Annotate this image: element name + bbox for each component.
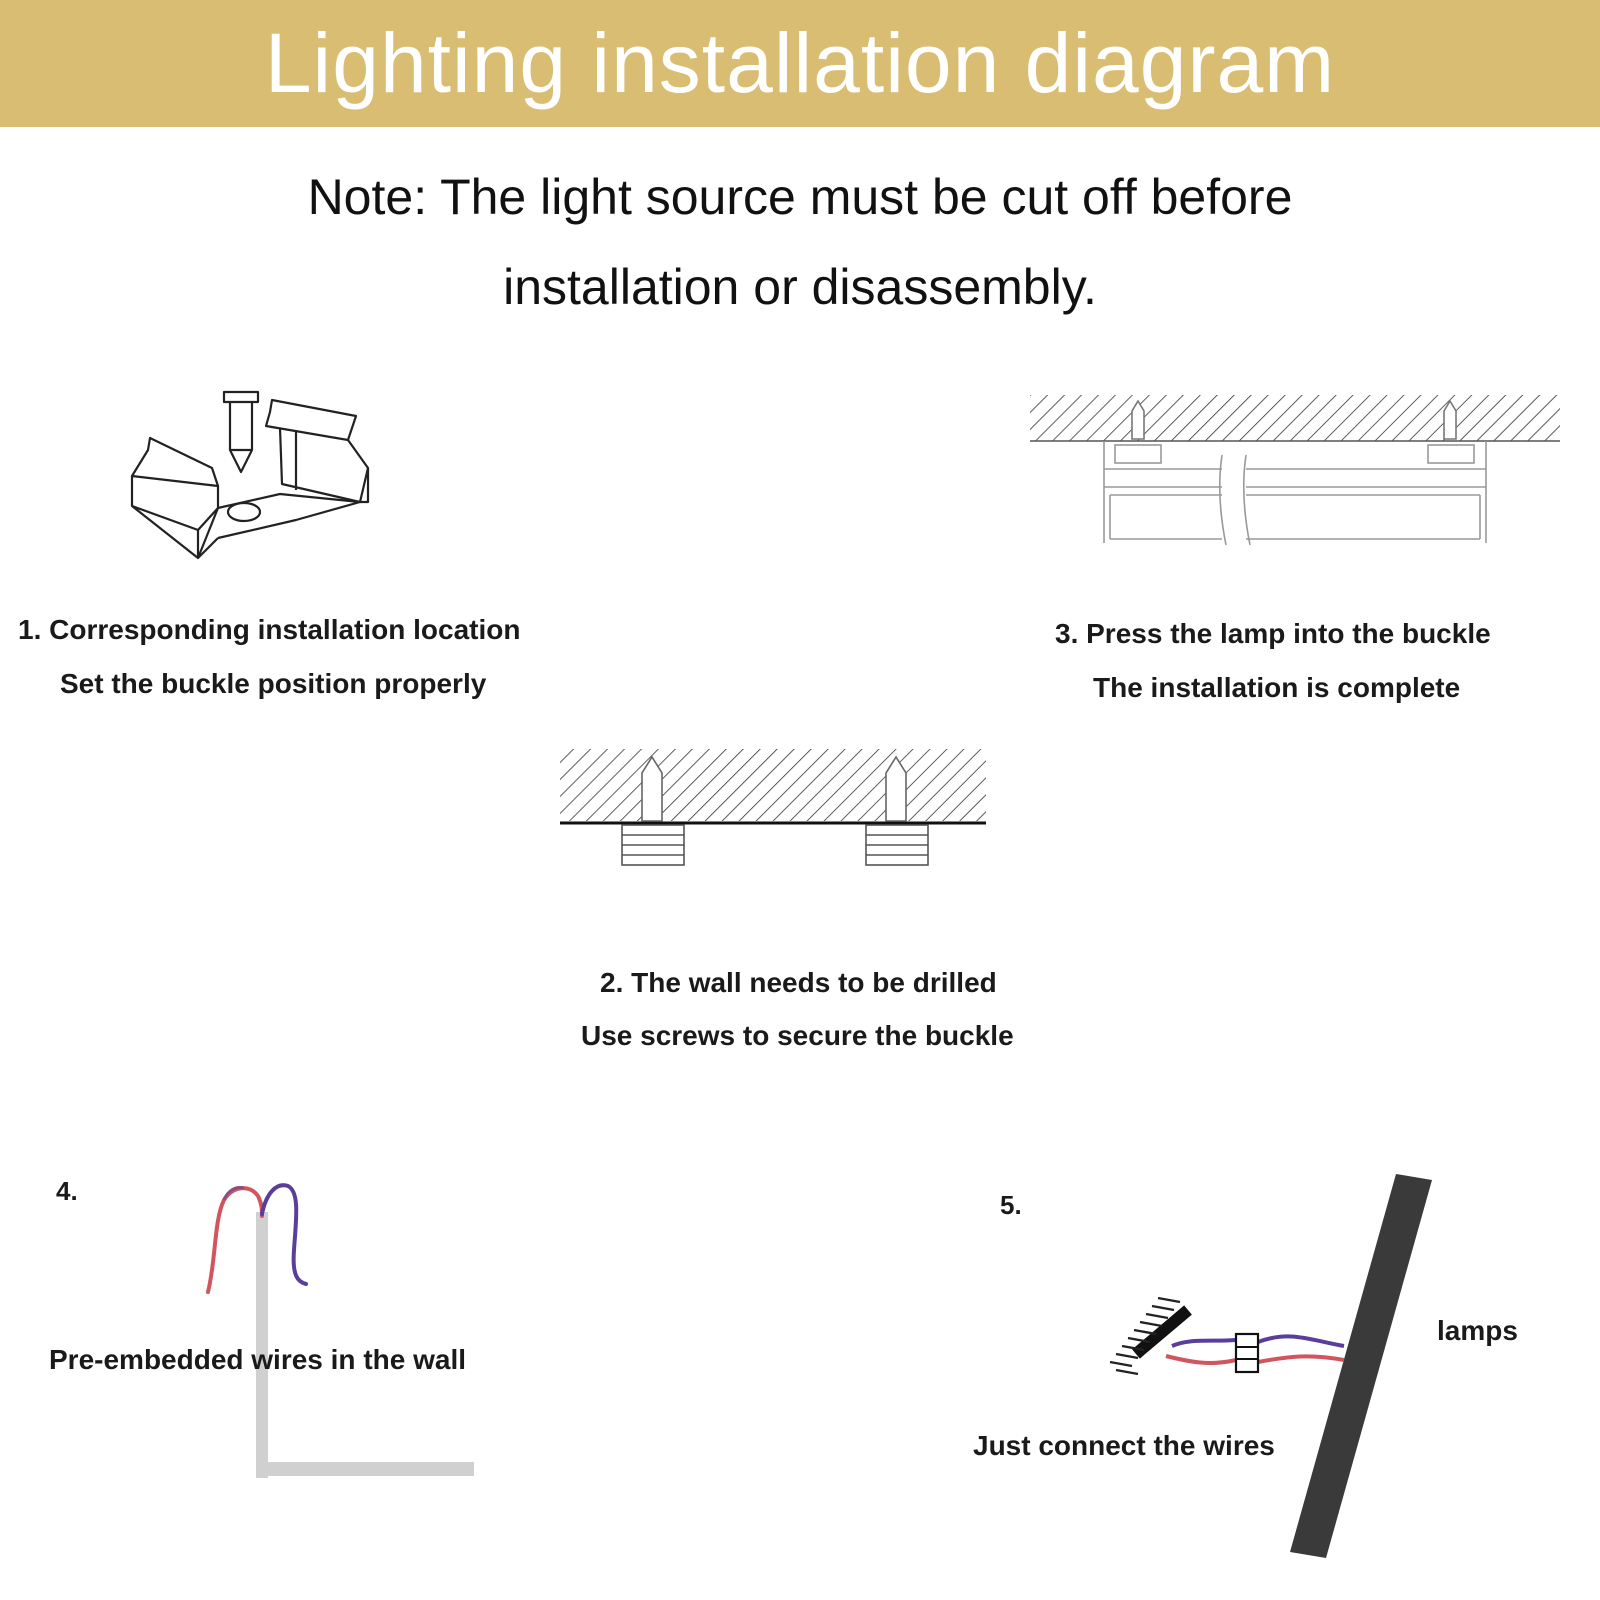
step-5-caption: Just connect the wires (973, 1430, 1275, 1461)
step-5-number: 5. (1000, 1190, 1022, 1220)
step-3-subtitle: The installation is complete (1093, 672, 1461, 703)
lamp-installed-illustration (1030, 395, 1560, 546)
step-4-number: 4. (56, 1176, 78, 1206)
safety-note-line-1: Note: The light source must be cut off b… (307, 169, 1293, 225)
lamps-label: lamps (1437, 1315, 1518, 1346)
header-banner: Lighting installation diagram (0, 0, 1600, 127)
step-4-caption: Pre-embedded wires in the wall (49, 1344, 467, 1375)
wall-drilled-buckles-illustration (560, 749, 986, 866)
pre-embedded-wires-illustration (206, 1183, 474, 1478)
step-2-subtitle: Use screws to secure the buckle (581, 1020, 1014, 1051)
step-1-title: 1. Corresponding installation location (18, 614, 521, 645)
buckle-clip-illustration (130, 390, 370, 560)
safety-note-line-2: installation or disassembly. (503, 259, 1097, 315)
step-2-title: 2. The wall needs to be drilled (600, 967, 997, 998)
step-1-subtitle: Set the buckle position properly (60, 668, 487, 699)
step-3-title: 3. Press the lamp into the buckle (1055, 618, 1491, 649)
page-title: Lighting installation diagram (264, 16, 1336, 110)
connect-wires-illustration (1109, 1174, 1432, 1558)
